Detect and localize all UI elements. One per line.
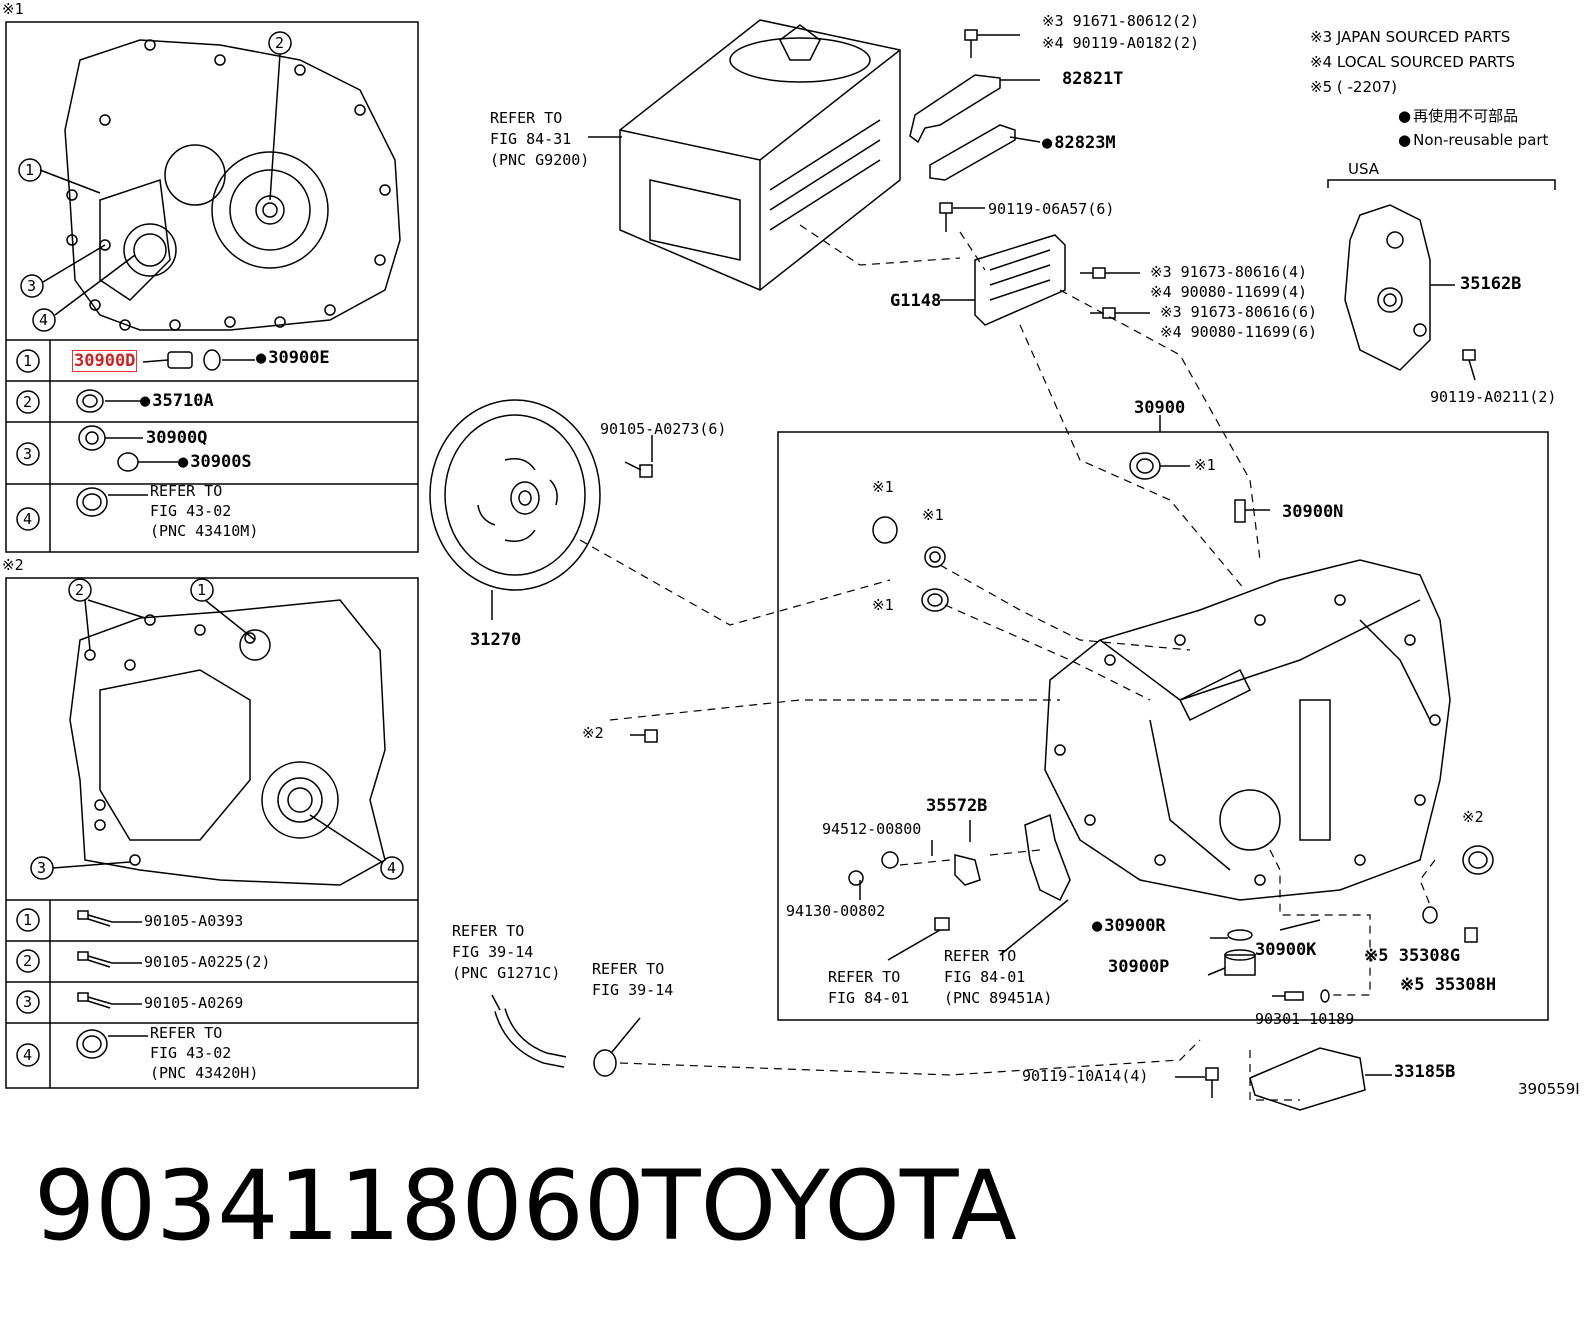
refer-text: REFER TO xyxy=(592,960,665,978)
part-label-30900K: 30900K xyxy=(1255,940,1317,960)
refer-text: REFER TO xyxy=(150,1024,223,1042)
part-label-90105-A0273: 90105-A0273(6) xyxy=(600,420,727,438)
callout-3: 3 xyxy=(27,277,37,295)
case-housing-1 xyxy=(64,39,401,331)
part-label-35572B: 35572B xyxy=(926,796,988,816)
part-label-30900: 30900 xyxy=(1134,398,1186,418)
refer-text: FIG 39-14 xyxy=(592,981,674,999)
callout-2: 2 xyxy=(275,34,285,52)
row-number: 4 xyxy=(23,1046,33,1064)
legend-note5: ※5 ( -2207) xyxy=(1310,78,1397,96)
row-number: 2 xyxy=(23,393,33,411)
part-label-90119-A0182: ※4 90119-A0182(2) xyxy=(1042,34,1200,52)
figure-id: 390559I xyxy=(1518,1080,1580,1098)
refer-text: (PNC G1271C) xyxy=(452,964,561,982)
part-label-91673-80616-6: ※3 91673-80616(6) xyxy=(1160,303,1318,321)
part-label-82821T: 82821T xyxy=(1062,69,1124,89)
callout-4: 4 xyxy=(39,311,49,329)
marker-2: ※2 xyxy=(1462,808,1484,826)
callout-3: 3 xyxy=(37,859,47,877)
refer-text: FIG 39-14 xyxy=(452,943,534,961)
part-label-91671-80612: ※3 91671-80612(2) xyxy=(1042,12,1200,30)
part-label-33185B: 33185B xyxy=(1394,1062,1456,1082)
part-label-94130-00802: 94130-00802 xyxy=(786,902,886,920)
legend-japan: ※3 JAPAN SOURCED PARTS xyxy=(1310,28,1511,46)
row-number: 2 xyxy=(23,952,33,970)
inset-box-1 xyxy=(5,21,419,553)
part-label-30900R: 30900R xyxy=(1092,916,1165,936)
refer-text: FIG 43-02 xyxy=(150,1044,232,1062)
part-label-35308G: ※5 35308G xyxy=(1364,946,1461,966)
part-label-90105-A0269: 90105-A0269 xyxy=(144,994,244,1012)
transaxle-body xyxy=(1044,559,1451,901)
marker-1: ※1 xyxy=(872,478,894,496)
marker-2: ※2 xyxy=(2,556,24,574)
part-label-91673-80616-4: ※3 91673-80616(4) xyxy=(1150,263,1308,281)
legend-local: ※4 LOCAL SOURCED PARTS xyxy=(1310,53,1515,71)
marker-1: ※1 xyxy=(1194,456,1216,474)
part-label-31270: 31270 xyxy=(470,630,522,650)
refer-text: REFER TO xyxy=(150,482,223,500)
refer-text: FIG 43-02 xyxy=(150,502,232,520)
marker-1: ※1 xyxy=(2,0,24,18)
part-label-30900N: 30900N xyxy=(1282,502,1344,522)
part-label-90119-10A14: 90119-10A14(4) xyxy=(1022,1067,1149,1085)
part-label-90119-A0211: 90119-A0211(2) xyxy=(1430,388,1557,406)
part-label-30900P: 30900P xyxy=(1108,957,1170,977)
inverter-assembly xyxy=(619,19,901,291)
refer-text: (PNC 43410M) xyxy=(150,522,259,540)
part-label-35710A: 35710A xyxy=(140,391,213,411)
legend-nonreuse-jp: 再使用不可部品 xyxy=(1398,105,1518,126)
part-label-90080-11699-4: ※4 90080-11699(4) xyxy=(1150,283,1308,301)
g1148-connector xyxy=(974,234,1066,326)
part-label-94512-00800: 94512-00800 xyxy=(822,820,922,838)
cover-35162B xyxy=(1344,204,1431,371)
part-label-35308H: ※5 35308H xyxy=(1400,975,1497,995)
refer-text: REFER TO xyxy=(490,109,563,127)
part-number-title: 9034118060 xyxy=(34,1150,645,1262)
refer-text: FIG 84-01 xyxy=(944,968,1026,986)
legend-nonreuse-en: Non-reusable part xyxy=(1398,131,1548,149)
brand-title: TOYOTA xyxy=(642,1150,1017,1262)
inset-box-2 xyxy=(5,577,419,1089)
part-label-90119-06A57: 90119-06A57(6) xyxy=(988,200,1115,218)
marker-1: ※1 xyxy=(872,596,894,614)
row-number: 1 xyxy=(23,352,33,370)
callout-4: 4 xyxy=(387,859,397,877)
bracket-33185B xyxy=(1249,1047,1366,1111)
refer-text: (PNC G9200) xyxy=(490,151,590,169)
part-label-35162B: 35162B xyxy=(1460,274,1522,294)
part-label-30900S: 30900S xyxy=(178,452,251,472)
row-number: 3 xyxy=(23,445,33,463)
marker-1: ※1 xyxy=(922,506,944,524)
refer-text: FIG 84-31 xyxy=(490,130,572,148)
callout-2: 2 xyxy=(75,581,85,599)
part-label-90080-11699-6: ※4 90080-11699(6) xyxy=(1160,323,1318,341)
part-label-90105-A0225: 90105-A0225(2) xyxy=(144,953,271,971)
part-label-30900Q: 30900Q xyxy=(146,428,208,448)
assembly-box-30900 xyxy=(777,431,1549,1021)
row-number: 4 xyxy=(23,510,33,528)
part-label-90301-10189: 90301-10189 xyxy=(1255,1010,1355,1028)
marker-2: ※2 xyxy=(582,724,604,742)
part-label-G1148: G1148 xyxy=(890,291,942,311)
part-label-82823M: 82823M xyxy=(1042,133,1115,153)
refer-text: (PNC 89451A) xyxy=(944,989,1053,1007)
part-label-30900D[interactable]: 30900D xyxy=(72,350,138,372)
part-label-30900E: 30900E xyxy=(256,348,329,368)
region-usa: USA xyxy=(1348,160,1380,178)
callout-1: 1 xyxy=(197,581,207,599)
refer-text: (PNC 43420H) xyxy=(150,1064,259,1082)
row-number: 1 xyxy=(23,911,33,929)
callout-1: 1 xyxy=(25,161,35,179)
refer-text: REFER TO xyxy=(944,947,1017,965)
part-label-90105-A0393: 90105-A0393 xyxy=(144,912,244,930)
case-housing-2 xyxy=(69,599,386,886)
refer-text: FIG 84-01 xyxy=(828,989,910,1007)
clutch-disc-31270 xyxy=(429,399,601,591)
row-number: 3 xyxy=(23,993,33,1011)
refer-text: REFER TO xyxy=(452,922,525,940)
refer-text: REFER TO xyxy=(828,968,901,986)
